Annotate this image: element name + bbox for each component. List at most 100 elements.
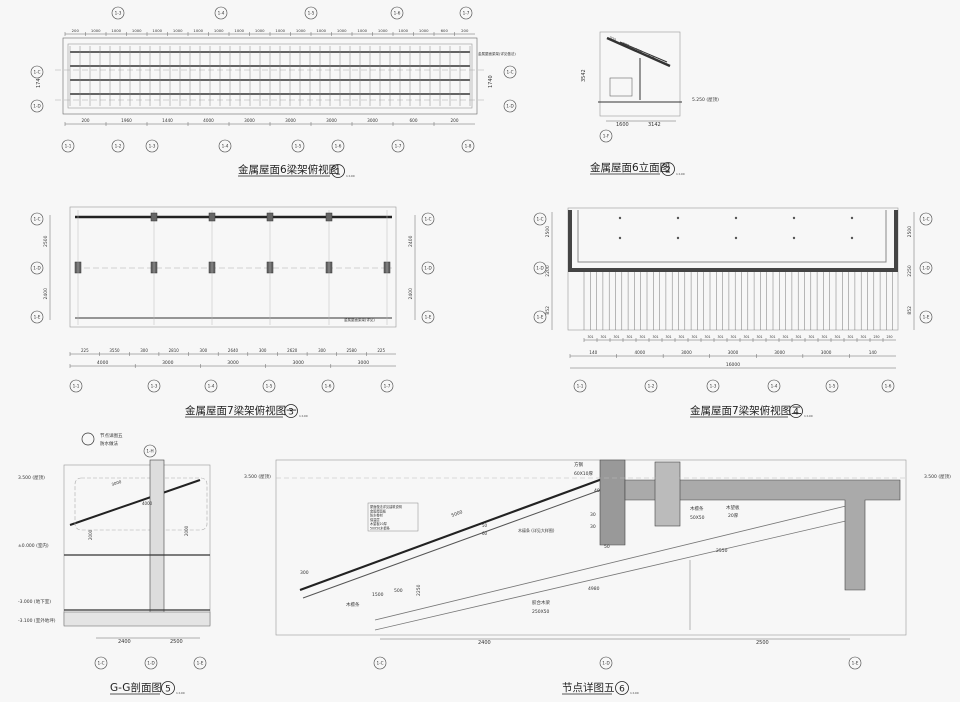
v6-spec-line: 木望板20厚: [370, 521, 388, 526]
title-4-number: 4: [793, 408, 799, 418]
v2-slope-dim: 275: [634, 47, 643, 55]
v3-bottom-dim: 3000: [162, 360, 174, 366]
v6-concrete-beam: [624, 479, 901, 591]
v4-rafter-dim: 301: [652, 335, 658, 339]
v4-rafter-dim: 301: [808, 335, 814, 339]
title-6-scale: 1:100: [630, 691, 639, 695]
axis-bubble: [30, 261, 44, 275]
v5-note-1: 节点详图五: [100, 432, 123, 439]
v6-bottom-dim-left: 2400: [478, 640, 491, 646]
title-4: 金属屋面7梁架俯视图二 4 1:100: [690, 404, 813, 418]
axis-bubble-label: 1-F: [603, 134, 610, 139]
axis-bubble-label: 1-C: [33, 217, 40, 222]
v5-note-2: 防水做法: [100, 440, 118, 447]
v3-right-dim: 2400: [408, 235, 414, 247]
axis-bubble: [193, 656, 207, 670]
v5-ground: [63, 611, 211, 627]
v1-left-dim: 1740: [36, 75, 42, 88]
v5-roof: [69, 479, 201, 526]
v6-spec-box: [367, 502, 419, 532]
v4-gutter: [568, 210, 898, 272]
v4-bottom-dim: 4000: [635, 350, 646, 355]
v6-main-beam: [374, 504, 851, 621]
v6-label-main-beam: 胶合木梁: [532, 599, 550, 606]
v5-detail-callout: [74, 477, 208, 531]
v1-top-dim: 1000: [91, 28, 101, 33]
axis-bubble: [373, 656, 387, 670]
v3-bottom-dim: 4000: [97, 360, 109, 366]
title-1-number: 1: [335, 168, 341, 178]
v4-rafter-dim: 301: [834, 335, 840, 339]
title-4-circle: [789, 404, 803, 418]
title-5-text: G-G剖面图: [110, 681, 162, 694]
v1-top-dim: 600: [441, 28, 449, 33]
v4-right-dim: 852: [907, 306, 913, 315]
v5-level-low: -3.000 (地下室): [18, 598, 51, 605]
v6-upper-wall: [599, 459, 626, 546]
axis-bubble-label: 1-C: [922, 217, 929, 222]
axis-bubble: [644, 379, 658, 393]
v4-drain-dot: [618, 216, 622, 220]
axis-bubble-label: 1-2: [648, 384, 655, 389]
v4-left-dim: 852: [545, 306, 551, 315]
axis-bubble: [214, 6, 228, 20]
axis-bubble-label: 1-4: [218, 11, 225, 16]
v4-drain-dot: [734, 216, 738, 220]
v1-top-dim: 1000: [214, 28, 224, 33]
axis-bubble: [145, 139, 159, 153]
v4-drain-dot: [734, 236, 738, 240]
v3-bottom-dim: 225: [81, 348, 89, 353]
v4-bottom-dim: 3000: [681, 350, 692, 355]
title-3-scale: 1:100: [299, 414, 308, 418]
axis-bubble-label: 1-C: [536, 217, 543, 222]
v1-bottom-dim: 1440: [162, 118, 173, 123]
view-6-detail: [275, 459, 907, 636]
title-5-number: 5: [165, 685, 171, 695]
v6-column: [654, 461, 681, 527]
v1-bottom-dim: 3000: [244, 118, 255, 123]
v6-dim-500: 500: [394, 588, 403, 594]
axis-bubble: [111, 139, 125, 153]
v4-drain-dot: [850, 216, 854, 220]
title-6-number: 6: [619, 685, 625, 695]
v1-top-dim: 200: [461, 28, 469, 33]
title-6-circle: [615, 681, 629, 695]
v3-beam-joint: [325, 212, 333, 222]
title-2: 金属屋面6立面图 2 1:100: [590, 161, 685, 176]
v4-rafter-dim: 301: [613, 335, 619, 339]
title-5-scale: 1:100: [176, 691, 185, 695]
title-2-circle: [661, 162, 675, 176]
title-3-circle: [284, 404, 298, 418]
axis-bubble: [30, 310, 44, 324]
axis-bubble-label: 1-E: [425, 315, 432, 320]
axis-bubble: [533, 261, 547, 275]
axis-bubble: [144, 656, 158, 670]
v1-bottom-dim: 3000: [326, 118, 337, 123]
axis-bubble: [111, 6, 125, 20]
v3-bottom-dim: 3000: [227, 360, 239, 366]
v2-frame: [599, 31, 681, 117]
axis-bubble: [919, 310, 933, 324]
v1-bottom-dim: 3000: [367, 118, 378, 123]
v2-level: 5.250 (屋顶): [692, 97, 719, 103]
v3-bottom-dim: 225: [377, 348, 385, 353]
v6-spec-line: 屋面做法详见建筑说明: [370, 504, 402, 509]
axis-bubble-label: 1-6: [335, 144, 342, 149]
v3-note: 金属屋面梁架(详见): [344, 317, 375, 322]
v4-bottom-dim: 140: [589, 350, 597, 355]
v4-rafter-dim: 301: [691, 335, 697, 339]
v3-left-dim: 2400: [43, 288, 49, 300]
axis-bubble-label: 1-6: [394, 11, 401, 16]
title-3-number: 3: [288, 408, 294, 418]
v1-outline: [62, 37, 478, 115]
axis-bubble-label: 1-C: [506, 70, 513, 75]
title-5-circle: [161, 681, 175, 695]
axis-bubble: [262, 379, 276, 393]
title-5: G-G剖面图 5 1:100: [110, 681, 185, 695]
v6-label-wood-board: 木望板: [726, 504, 740, 511]
axis-bubble: [573, 379, 587, 393]
v1-top-dim: 1000: [193, 28, 203, 33]
v4-rafter-dim: 301: [587, 335, 593, 339]
v6-batten: [302, 487, 607, 599]
